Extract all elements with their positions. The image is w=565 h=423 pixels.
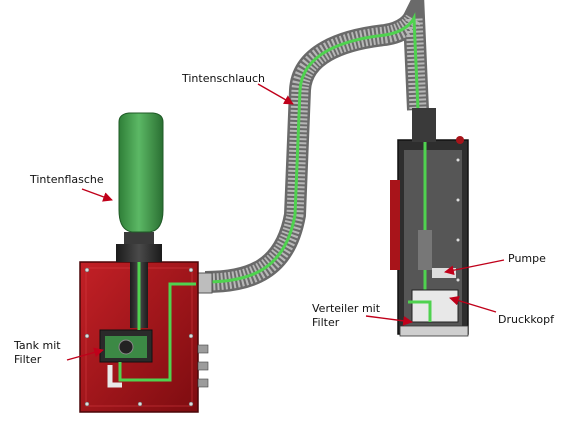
ink-bottle [118,112,164,233]
drain-tube [107,365,122,388]
ink-hose [204,0,429,293]
label-tintenflasche: Tintenflasche [30,173,104,186]
label-pumpe: Pumpe [508,252,546,265]
label-verteiler-mit-filter: Verteiler mit Filter [312,302,380,330]
label-tank-line2: Filter [14,353,42,366]
tank-filter-unit [99,329,153,363]
label-tank-mit-filter: Tank mit Filter [14,339,61,367]
tank-ink-lines [118,262,196,382]
label-verteiler-line2: Filter [312,316,340,329]
printhead-unit [390,108,469,337]
label-tintenschlauch: Tintenschlauch [182,72,265,85]
label-druckkopf: Druckkopf [498,313,554,326]
callout-arrows [66,83,505,361]
label-verteiler-line1: Verteiler mit [312,302,381,315]
label-tank-line1: Tank mit [14,339,61,352]
bottle-adapter [116,232,162,328]
